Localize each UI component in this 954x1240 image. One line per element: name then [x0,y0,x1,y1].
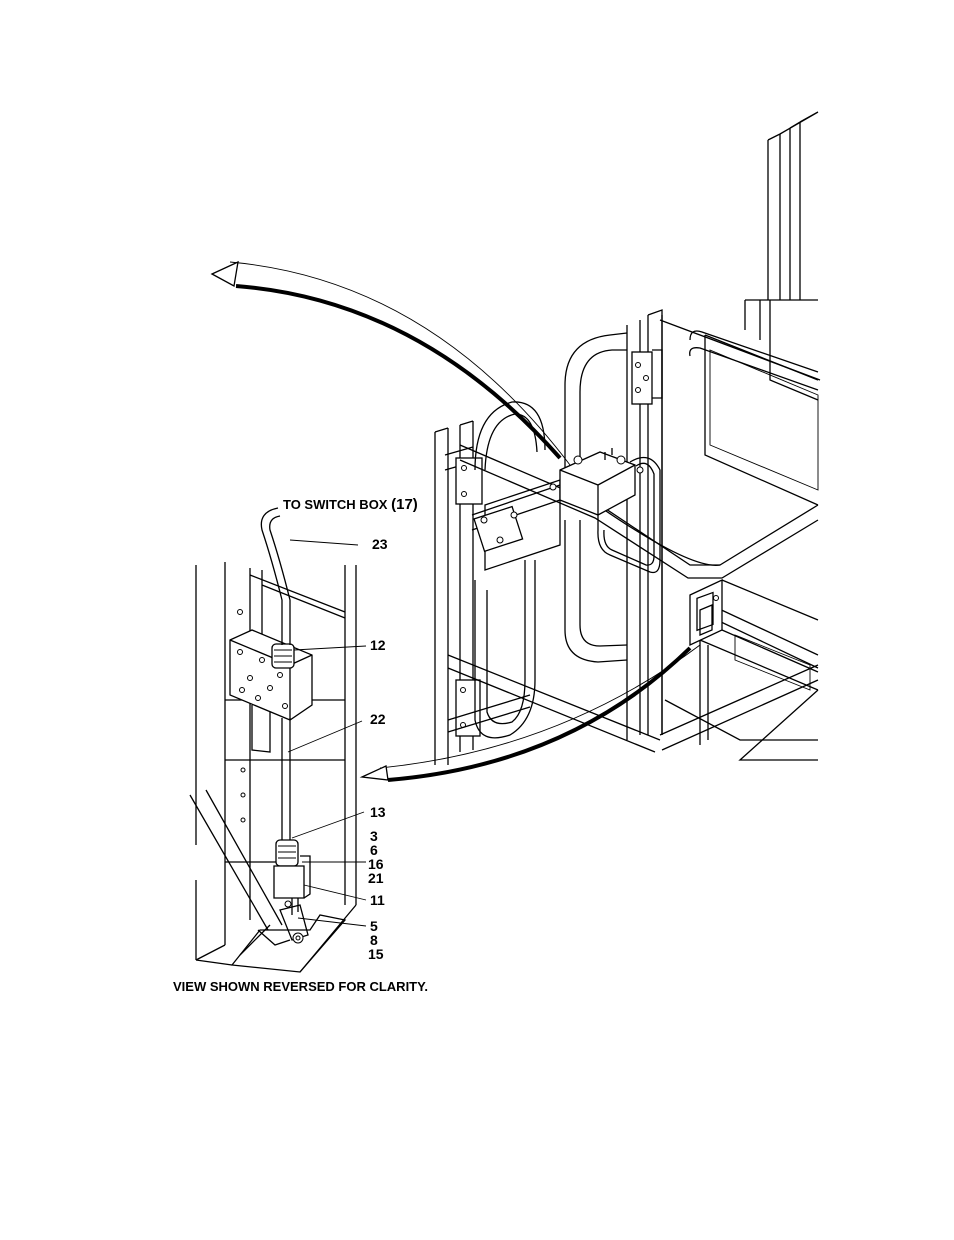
callout-12: 12 [370,637,386,653]
callout-arrows [210,260,701,782]
callout-21: 21 [368,870,384,886]
callout-15: 15 [368,946,384,962]
to-switch-box-text: TO SWITCH BOX [283,497,388,512]
callout-13: 13 [370,804,386,820]
figure-caption: VIEW SHOWN REVERSED FOR CLARITY. [173,979,428,994]
to-switch-box-ref: (17) [391,496,418,513]
platform-assembly [434,111,821,765]
callout-11: 11 [370,892,385,908]
callout-22: 22 [370,711,386,727]
callout-3: 3 [370,828,378,844]
callout-8: 8 [370,932,378,948]
detail-view [189,507,367,973]
callout-5: 5 [370,918,378,934]
callout-23: 23 [372,536,388,552]
to-switch-box-label: TO SWITCH BOX (17) [283,496,418,513]
callout-16: 16 [368,856,384,872]
callout-6: 6 [370,842,378,858]
